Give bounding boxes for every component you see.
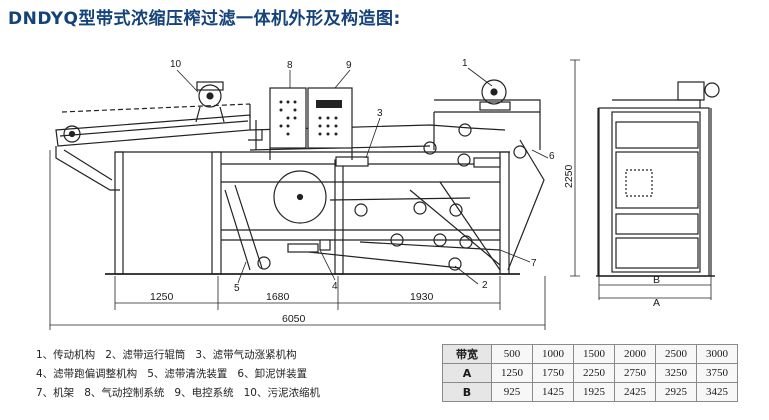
callout-1: 1	[462, 58, 468, 69]
callout-leaders	[176, 67, 549, 285]
legend-item: 6、卸泥饼装置	[237, 368, 308, 380]
legend-item: 2、滤带运行辊筒	[105, 349, 186, 361]
spec-cell: 3250	[655, 363, 697, 383]
callout-4: 4	[332, 281, 338, 292]
callout-10: 10	[170, 59, 182, 70]
dim-label-b: B	[653, 274, 660, 286]
rollers	[257, 123, 527, 271]
control-cabinets	[269, 87, 353, 160]
callout-5: 5	[234, 283, 240, 294]
drive-mechanism	[433, 79, 541, 150]
callout-9: 9	[346, 60, 352, 71]
legend-item: 10、污泥浓缩机	[243, 387, 320, 399]
spec-width: 3000	[696, 344, 738, 364]
callout-2: 2	[482, 280, 488, 291]
component-legend: 1、传动机构 2、滤带运行辊筒 3、滤带气动涨紧机构 4、滤带跑偏调整机构 5、…	[36, 346, 320, 403]
dim-2250: 2250	[563, 164, 575, 188]
dim-6050: 6050	[282, 313, 306, 325]
spec-cell: 2250	[573, 363, 615, 383]
legend-item: 4、滤带跑偏调整机构	[36, 368, 138, 380]
spec-cell: 1750	[532, 363, 574, 383]
legend-row-3: 7、机架 8、气动控制系统 9、电控系统 10、污泥浓缩机	[36, 384, 320, 403]
page-title: DNDYQ型带式浓缩压榨过滤一体机外形及构造图:	[8, 9, 401, 29]
spec-header-row: 带宽 500 1000 1500 2000 2500 3000	[442, 344, 738, 364]
machine-frame	[105, 124, 545, 275]
side-view	[596, 81, 720, 277]
spec-cell: 1925	[573, 382, 615, 402]
spec-cell: 1250	[491, 363, 533, 383]
spec-width: 1000	[532, 344, 574, 364]
spec-cell: 1425	[532, 382, 574, 402]
spec-width: 2500	[655, 344, 697, 364]
legend-item: 5、滤带清洗装置	[147, 368, 228, 380]
legend-item: 1、传动机构	[36, 349, 96, 361]
spec-table: 带宽 500 1000 1500 2000 2500 3000 A 1250 1…	[442, 344, 738, 402]
spec-row-label: A	[442, 363, 492, 383]
callout-3: 3	[377, 108, 383, 119]
legend-item: 9、电控系统	[174, 387, 234, 399]
callout-8: 8	[287, 60, 293, 71]
dim-1250: 1250	[150, 291, 174, 303]
spec-row-b: B 925 1425 1925 2425 2925 3425	[442, 382, 738, 402]
dim-label-a: A	[653, 297, 660, 309]
spec-cell: 2425	[614, 382, 656, 402]
legend-item: 3、滤带气动涨紧机构	[195, 349, 297, 361]
spec-cell: 3750	[696, 363, 738, 383]
legend-item: 7、机架	[36, 387, 75, 399]
dimension-lines	[49, 59, 712, 330]
spec-cell: 2925	[655, 382, 697, 402]
legend-item: 8、气动控制系统	[84, 387, 165, 399]
callout-6: 6	[549, 151, 555, 162]
control-panel-indicators	[279, 100, 342, 136]
spec-row-label: B	[442, 382, 492, 402]
spec-width: 2000	[614, 344, 656, 364]
callout-7: 7	[531, 258, 537, 269]
spec-cell: 3425	[696, 382, 738, 402]
legend-row-2: 4、滤带跑偏调整机构 5、滤带清洗装置 6、卸泥饼装置	[36, 365, 320, 384]
dim-1930: 1930	[410, 291, 434, 303]
legend-row-1: 1、传动机构 2、滤带运行辊筒 3、滤带气动涨紧机构	[36, 346, 320, 365]
dim-1680: 1680	[266, 291, 290, 303]
spec-width: 500	[491, 344, 533, 364]
spec-header-label: 带宽	[442, 344, 492, 364]
spec-cell: 2750	[614, 363, 656, 383]
spec-cell: 925	[491, 382, 533, 402]
spec-width: 1500	[573, 344, 615, 364]
spec-row-a: A 1250 1750 2250 2750 3250 3750	[442, 363, 738, 383]
